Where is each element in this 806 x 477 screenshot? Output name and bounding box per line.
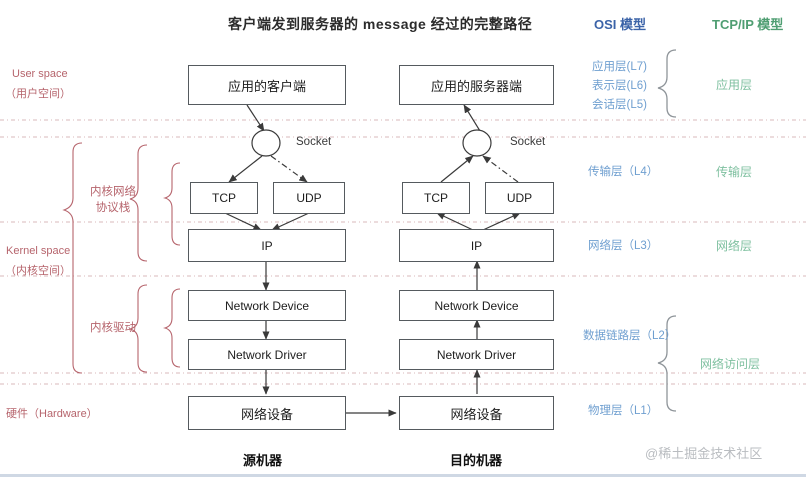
- dst-network-device-box[interactable]: Network Device: [399, 290, 554, 321]
- dst-app-box[interactable]: 应用的服务器端: [399, 65, 554, 105]
- bottom-rule: [0, 474, 806, 477]
- src-tcp-box[interactable]: TCP: [190, 182, 258, 214]
- tcpip-column-header: TCP/IP 模型: [712, 17, 784, 32]
- osi-layer-l6: 表示层(L6): [592, 80, 647, 92]
- arrow-src-udp-to-ip: [271, 212, 310, 231]
- src-network-device-box[interactable]: Network Device: [188, 290, 346, 321]
- kernel-space-label-line2: （内核空间）: [5, 265, 71, 277]
- hardware-label: 硬件（Hardware）: [6, 408, 98, 420]
- kernel-net-stack-label-line2: 协议栈: [95, 202, 131, 214]
- dst-tcp-box[interactable]: TCP: [402, 182, 470, 214]
- brace-kernel-space: [62, 142, 83, 374]
- src-socket-node: [251, 129, 281, 157]
- arrow-dst-tcp-to-socket: [440, 155, 474, 183]
- dst-hardware-device-box[interactable]: 网络设备: [399, 396, 554, 430]
- dst-ip-box[interactable]: IP: [399, 229, 554, 262]
- arrow-src-tcp-to-ip: [224, 212, 262, 231]
- src-socket-label: Socket: [296, 136, 332, 148]
- brace-kernel-driver: [129, 284, 148, 373]
- src-app-box[interactable]: 应用的客户端: [188, 65, 346, 105]
- osi-column-header: OSI 模型: [594, 17, 647, 32]
- src-machine-label: 源机器: [243, 453, 283, 468]
- dst-network-driver-box[interactable]: Network Driver: [399, 339, 554, 370]
- osi-layer-l4: 传输层（L4）: [588, 166, 659, 178]
- arrow-dst-ip-to-udp: [482, 212, 521, 231]
- brace-stack-inner-top: [163, 162, 181, 246]
- kernel-net-stack-label-line1: 内核网络: [90, 186, 136, 198]
- dst-socket-node: [462, 129, 492, 157]
- kernel-driver-label: 内核驱动: [90, 322, 136, 334]
- dst-socket-label: Socket: [510, 136, 546, 148]
- arrow-dst-socket-to-app: [463, 104, 481, 132]
- tcpip-layer-internet: 网络层: [716, 239, 753, 253]
- brace-driver-inner: [163, 288, 181, 368]
- src-hardware-device-box[interactable]: 网络设备: [188, 396, 346, 430]
- user-space-label-line1: User space: [12, 68, 68, 80]
- dst-udp-box[interactable]: UDP: [485, 182, 554, 214]
- osi-layer-l2: 数据链路层（L2）: [583, 330, 677, 342]
- page-title: 客户端发到服务器的 message 经过的完整路径: [228, 16, 533, 32]
- arrow-dst-ip-to-tcp: [436, 212, 474, 231]
- src-ip-box[interactable]: IP: [188, 229, 346, 262]
- brace-kernel-net-stack: [129, 144, 148, 262]
- osi-layer-l5: 会话层(L5): [592, 99, 647, 111]
- watermark-label: @稀土掘金技术社区: [645, 446, 763, 461]
- user-space-label-line2: （用户空间）: [5, 88, 71, 100]
- osi-layer-l1: 物理层（L1）: [588, 405, 659, 417]
- tcpip-layer-application: 应用层: [716, 78, 753, 92]
- kernel-space-label-line1: Kernel space: [6, 245, 71, 257]
- tcpip-layer-netaccess: 网络访问层: [700, 357, 761, 371]
- osi-layer-l3: 网络层（L3）: [588, 240, 659, 252]
- brace-tcpip-netaccess: [657, 315, 677, 412]
- arrow-src-socket-to-tcp: [228, 155, 263, 183]
- src-network-driver-box[interactable]: Network Driver: [188, 339, 346, 370]
- arrow-src-socket-to-udp: [270, 155, 308, 183]
- tcpip-layer-transport: 传输层: [716, 165, 753, 179]
- osi-layer-l7: 应用层(L7): [592, 61, 647, 73]
- src-udp-box[interactable]: UDP: [273, 182, 345, 214]
- arrow-src-app-to-socket: [246, 104, 265, 132]
- dst-machine-label: 目的机器: [450, 453, 503, 468]
- brace-tcpip-application: [657, 49, 677, 118]
- arrow-dst-udp-to-socket: [482, 155, 519, 183]
